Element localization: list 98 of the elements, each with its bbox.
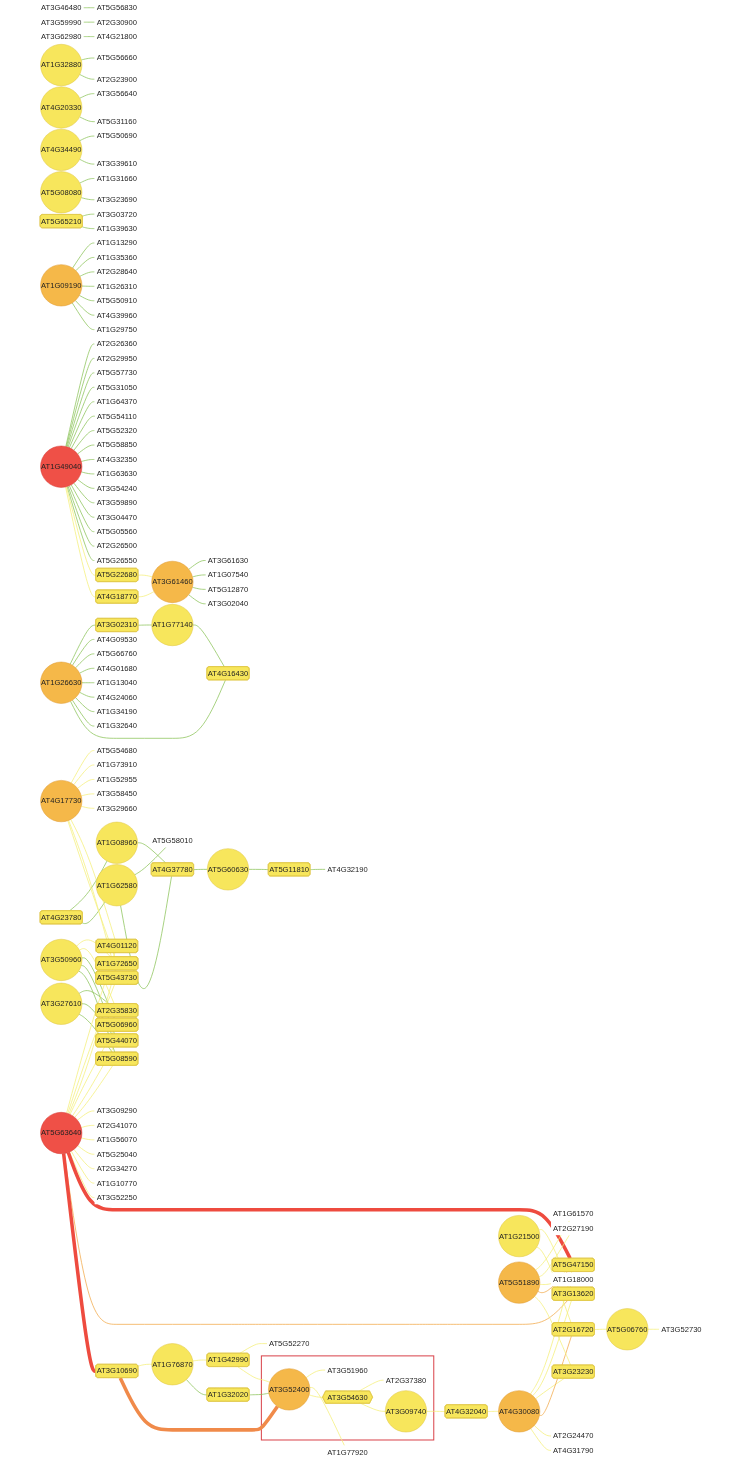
connector — [77, 779, 96, 789]
connector — [75, 257, 96, 272]
connector — [73, 764, 96, 786]
connector — [647, 1328, 660, 1330]
connector — [62, 1153, 97, 1373]
connector — [81, 285, 96, 287]
connector — [66, 1151, 572, 1260]
connector — [188, 594, 207, 605]
connector — [535, 1378, 565, 1400]
connector — [81, 197, 96, 201]
connector — [74, 1065, 114, 1118]
connector — [487, 1410, 500, 1412]
connector — [83, 7, 96, 9]
connector — [81, 471, 96, 475]
connector — [66, 486, 97, 576]
connector — [73, 482, 96, 504]
connector — [67, 485, 96, 547]
connector — [72, 639, 96, 666]
connector — [75, 697, 96, 712]
connector — [308, 1394, 324, 1398]
connector — [81, 459, 96, 462]
connector — [75, 300, 96, 316]
connector — [69, 1151, 96, 1198]
connector — [248, 869, 270, 870]
connector — [83, 36, 96, 37]
connector — [65, 486, 97, 598]
connector — [186, 1379, 208, 1396]
connector — [310, 869, 326, 870]
connector — [138, 591, 155, 598]
connector — [72, 699, 96, 727]
connector — [81, 1137, 96, 1141]
connector — [72, 242, 96, 269]
connector — [138, 624, 153, 626]
connector — [82, 901, 106, 924]
connector — [193, 869, 208, 870]
connector — [82, 213, 96, 217]
connector — [73, 1149, 96, 1170]
connector — [69, 485, 96, 532]
connector — [138, 574, 153, 578]
connector — [530, 1428, 552, 1451]
connector — [118, 1377, 280, 1432]
connector — [79, 271, 96, 277]
connector — [539, 1283, 552, 1285]
connector — [137, 842, 167, 864]
connector — [361, 1403, 386, 1412]
connector — [66, 486, 96, 561]
connector — [594, 1328, 608, 1330]
connector — [306, 1369, 326, 1378]
connector — [534, 1425, 552, 1437]
connector — [70, 624, 97, 665]
connector — [239, 1343, 268, 1354]
connector — [79, 295, 96, 302]
connector — [71, 1150, 96, 1184]
connector — [192, 624, 225, 668]
connector — [82, 226, 96, 229]
connector — [67, 386, 96, 448]
connector — [81, 805, 96, 809]
connector — [71, 484, 96, 518]
connector — [81, 1125, 96, 1128]
cluster — [261, 1355, 435, 1441]
connector — [71, 415, 96, 449]
connector — [69, 401, 96, 449]
connector — [192, 574, 207, 578]
connector — [75, 653, 96, 669]
connector — [358, 1379, 385, 1392]
connector — [77, 1110, 96, 1121]
connector — [237, 1366, 271, 1383]
connector — [192, 1359, 208, 1362]
connector — [77, 444, 96, 455]
connector — [70, 679, 226, 739]
connector — [134, 846, 167, 876]
connector — [66, 358, 96, 447]
connector — [249, 1392, 270, 1396]
connector — [71, 750, 96, 784]
connector — [188, 560, 207, 570]
connector — [79, 74, 96, 80]
connector — [137, 1363, 153, 1367]
connector — [81, 57, 96, 61]
connector — [73, 430, 96, 451]
connector — [66, 372, 96, 448]
connector — [79, 178, 96, 184]
connector — [79, 135, 96, 142]
connector — [72, 302, 96, 330]
connector — [79, 667, 96, 674]
connector — [65, 343, 96, 447]
connector — [192, 586, 207, 590]
connector — [79, 691, 96, 698]
connector — [81, 682, 96, 684]
connector — [81, 793, 96, 797]
connector — [79, 116, 96, 123]
connector — [79, 93, 96, 99]
connector — [77, 479, 96, 489]
connector — [77, 1145, 96, 1155]
connector — [309, 1387, 345, 1446]
connector — [79, 158, 96, 165]
connector — [426, 1410, 446, 1412]
connector — [83, 21, 96, 23]
connector — [538, 1234, 570, 1277]
